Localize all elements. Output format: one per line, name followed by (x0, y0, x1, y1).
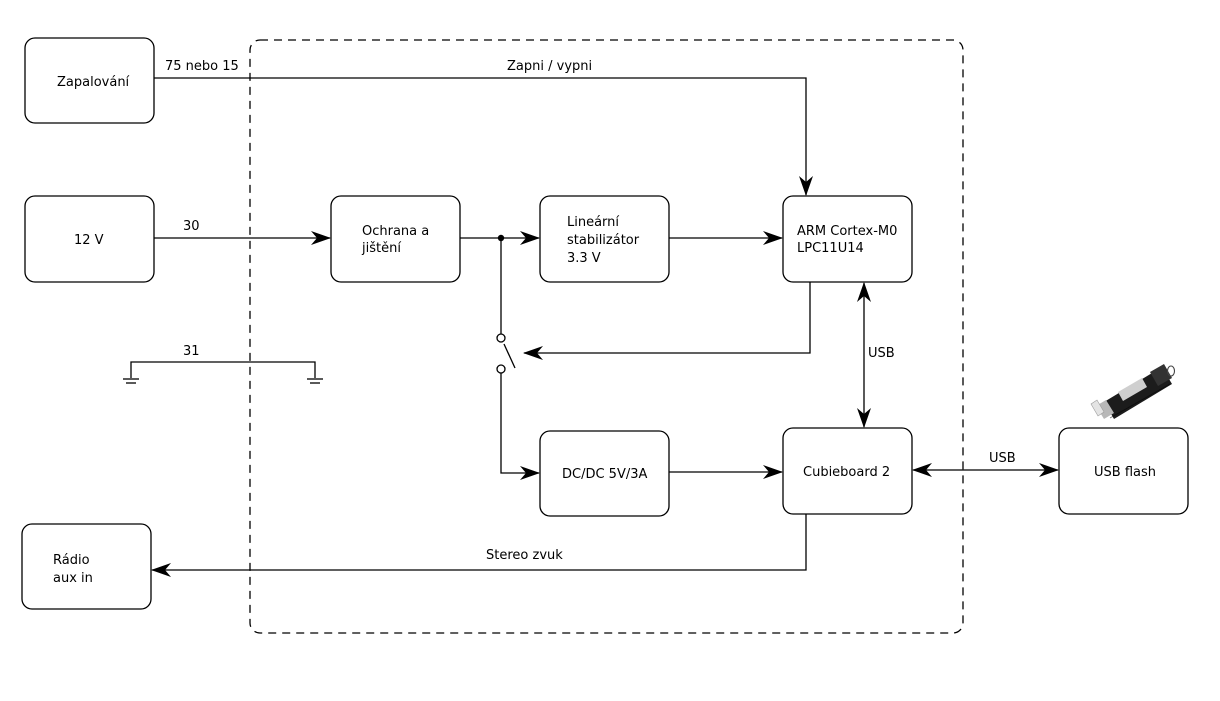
usb-flash-block: USB flash (1058, 427, 1189, 515)
device-boundary (249, 39, 964, 634)
protection-label-line1: Ochrana a (362, 224, 429, 239)
mcu-block: ARM Cortex-M0 LPC11U14 (782, 195, 913, 283)
radio-label-line1: Rádio (53, 553, 90, 568)
ignition-block: Zapalování (24, 37, 155, 124)
usb-stick-icon (1090, 364, 1176, 419)
usb-flash-wire-label: USB (989, 451, 1016, 466)
regulator-block: Lineární stabilizátor 3.3 V (539, 195, 670, 283)
cubieboard-label: Cubieboard 2 (803, 465, 890, 480)
switched-supply-wire (500, 373, 540, 480)
regulator-label-line1: Lineární (567, 215, 619, 230)
terminal-ignition-label: 75 nebo 15 (165, 59, 239, 74)
protection-label-line2: jištění (361, 241, 401, 256)
audio-label: Stereo zvuk (486, 548, 563, 563)
on-off-wire (154, 77, 813, 196)
switch-control-wire (523, 282, 811, 360)
on-off-label: Zapni / vypni (507, 59, 592, 74)
regulator-label-line2: stabilizátor (567, 233, 640, 248)
cubieboard-block: Cubieboard 2 (782, 427, 913, 515)
usb-mcu-label: USB (868, 346, 895, 361)
mcu-label-line1: ARM Cortex-M0 (797, 224, 897, 239)
terminal-31-label: 31 (183, 344, 200, 359)
battery-label: 12 V (74, 233, 104, 248)
ignition-label: Zapalování (57, 75, 130, 90)
terminal-30-label: 30 (183, 219, 200, 234)
regulator-label-line3: 3.3 V (567, 251, 601, 266)
battery-block: 12 V (24, 195, 155, 283)
switch-blade (503, 343, 516, 369)
radio-block: Rádio aux in (21, 523, 152, 610)
usb-flash-label: USB flash (1094, 465, 1156, 480)
switch-contact-bottom (496, 364, 506, 374)
ground-wire (123, 361, 323, 384)
mcu-label-line2: LPC11U14 (797, 241, 864, 256)
switch-contact-top (496, 333, 506, 343)
audio-wire (151, 514, 807, 577)
radio-label-line2: aux in (53, 571, 93, 586)
dcdc-block: DC/DC 5V/3A (539, 430, 670, 517)
dcdc-label: DC/DC 5V/3A (562, 467, 648, 482)
protection-block: Ochrana a jištění (330, 195, 461, 283)
